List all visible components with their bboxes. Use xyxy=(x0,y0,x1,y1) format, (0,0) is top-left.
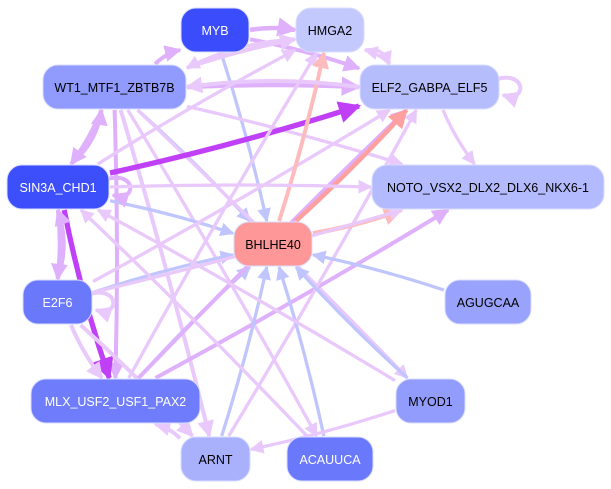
node-myb[interactable]: MYB xyxy=(180,7,250,53)
node-label: NOTO_VSX2_DLX2_DLX6_NKX6-1 xyxy=(387,181,589,195)
node-e2f6[interactable]: E2F6 xyxy=(22,279,93,325)
edge-E2F6-to-E2F6 xyxy=(89,290,116,323)
node-label: BHLHE40 xyxy=(245,238,301,252)
node-label: ELF2_GABPA_ELF5 xyxy=(372,81,488,95)
node-label: SIN3A_CHD1 xyxy=(19,181,96,195)
node-box[interactable] xyxy=(359,64,500,110)
edge-ELF2_GABPA_ELF5-to-ELF2_GABPA_ELF5 xyxy=(496,75,523,108)
edge-SIN3A_CHD1-to-HMGA2 xyxy=(96,48,297,166)
node-label: ACAUUCA xyxy=(299,453,361,467)
edge-MYOD1-to-BHLHE40 xyxy=(294,265,409,380)
edge-SIN3A_CHD1-to-WT1_MTF1_ZBTB7B xyxy=(69,108,108,166)
node-label: MYB xyxy=(201,24,228,38)
node-hmga2[interactable]: HMGA2 xyxy=(295,7,365,53)
node-label: HMGA2 xyxy=(308,24,353,38)
node-box[interactable] xyxy=(233,221,313,267)
node-box[interactable] xyxy=(6,164,110,210)
node-label: MYOD1 xyxy=(408,395,453,409)
node-elf2_gabpa_elf5[interactable]: ELF2_GABPA_ELF5 xyxy=(359,64,500,110)
edge-MLX_USF2_USF1_PAX2-to-NOTO_VSX2_DLX2_DLX6_NKX6-1 xyxy=(154,208,450,380)
edge-E2F6-to-SIN3A_CHD1 xyxy=(54,208,71,280)
edge-HMGA2-to-ELF2_GABPA_ELF5 xyxy=(364,47,392,66)
node-label: MLX_USF2_USF1_PAX2 xyxy=(45,395,187,409)
edge-AGUGCAA-to-BHLHE40 xyxy=(311,250,445,292)
node-label: AGUGCAA xyxy=(457,296,520,310)
node-box[interactable] xyxy=(395,378,466,424)
node-arnt[interactable]: ARNT xyxy=(180,436,251,482)
edge-WT1_MTF1_ZBTB7B-to-MYB xyxy=(153,45,182,66)
node-wt1_mtf1_zbtb7b[interactable]: WT1_MTF1_ZBTB7B xyxy=(42,64,187,110)
edge-WT1_MTF1_ZBTB7B-to-NOTO_VSX2_DLX2_DLX6_NKX6-1 xyxy=(186,104,404,167)
edge-BHLHE40-to-HMGA2 xyxy=(277,51,329,222)
edge-MYB-to-HMGA2 xyxy=(249,17,297,37)
node-box[interactable] xyxy=(30,378,201,424)
edge-WT1_MTF1_ZBTB7B-to-SIN3A_CHD1 xyxy=(69,109,104,166)
node-bhlhe40[interactable]: BHLHE40 xyxy=(233,221,313,267)
edge-MYOD1-to-SIN3A_CHD1 xyxy=(96,208,396,383)
node-label: E2F6 xyxy=(43,296,73,310)
edge-SIN3A_CHD1-to-NOTO_VSX2_DLX2_DLX6_NKX6-1 xyxy=(109,179,373,194)
node-agugcaa[interactable]: AGUGCAA xyxy=(444,279,532,325)
node-noto_vsx2_dlx2_dlx6_nkx6-1[interactable]: NOTO_VSX2_DLX2_DLX6_NKX6-1 xyxy=(371,164,605,210)
edge-BHLHE40-to-ELF2_GABPA_ELF5 xyxy=(294,108,409,223)
node-label: WT1_MTF1_ZBTB7B xyxy=(54,81,174,95)
edge-ARNT-to-BHLHE40 xyxy=(220,265,271,437)
node-box[interactable] xyxy=(371,164,605,210)
edge-ACAUUCA-to-BHLHE40 xyxy=(276,265,326,437)
node-sin3a_chd1[interactable]: SIN3A_CHD1 xyxy=(6,164,110,210)
edge-MYOD1-to-ARNT xyxy=(249,409,396,454)
node-box[interactable] xyxy=(42,64,187,110)
node-mlx_usf2_usf1_pax2[interactable]: MLX_USF2_USF1_PAX2 xyxy=(30,378,201,424)
edge-SIN3A_CHD1-to-ELF2_GABPA_ELF5 xyxy=(109,101,362,176)
node-box[interactable] xyxy=(22,279,93,325)
node-label: ARNT xyxy=(198,453,232,467)
node-box[interactable] xyxy=(295,7,365,53)
edge-WT1_MTF1_ZBTB7B-to-ACAUUCA xyxy=(126,109,319,438)
node-acauuca[interactable]: ACAUUCA xyxy=(286,436,374,482)
edge-E2F6-to-MLX_USF2_USF1_PAX2 xyxy=(69,324,104,380)
edge-ELF2_GABPA_ELF5-to-WT1_MTF1_ZBTB7B xyxy=(185,76,360,94)
node-box[interactable] xyxy=(444,279,532,325)
node-box[interactable] xyxy=(180,7,250,53)
edge-ACAUUCA-to-SIN3A_CHD1 xyxy=(79,208,309,438)
edge-ARNT-to-ELF2_GABPA_ELF5 xyxy=(227,108,418,437)
node-box[interactable] xyxy=(286,436,374,482)
edge-MLX_USF2_USF1_PAX2-to-HMGA2 xyxy=(127,51,319,379)
edge-MYB-to-BHLHE40 xyxy=(219,52,271,223)
edge-ARNT-to-MLX_USF2_USF1_PAX2 xyxy=(153,419,182,440)
node-box[interactable] xyxy=(180,436,251,482)
node-myod1[interactable]: MYOD1 xyxy=(395,378,466,424)
edge-ELF2_GABPA_ELF5-to-NOTO_VSX2_DLX2_DLX6_NKX6-1 xyxy=(441,109,476,166)
